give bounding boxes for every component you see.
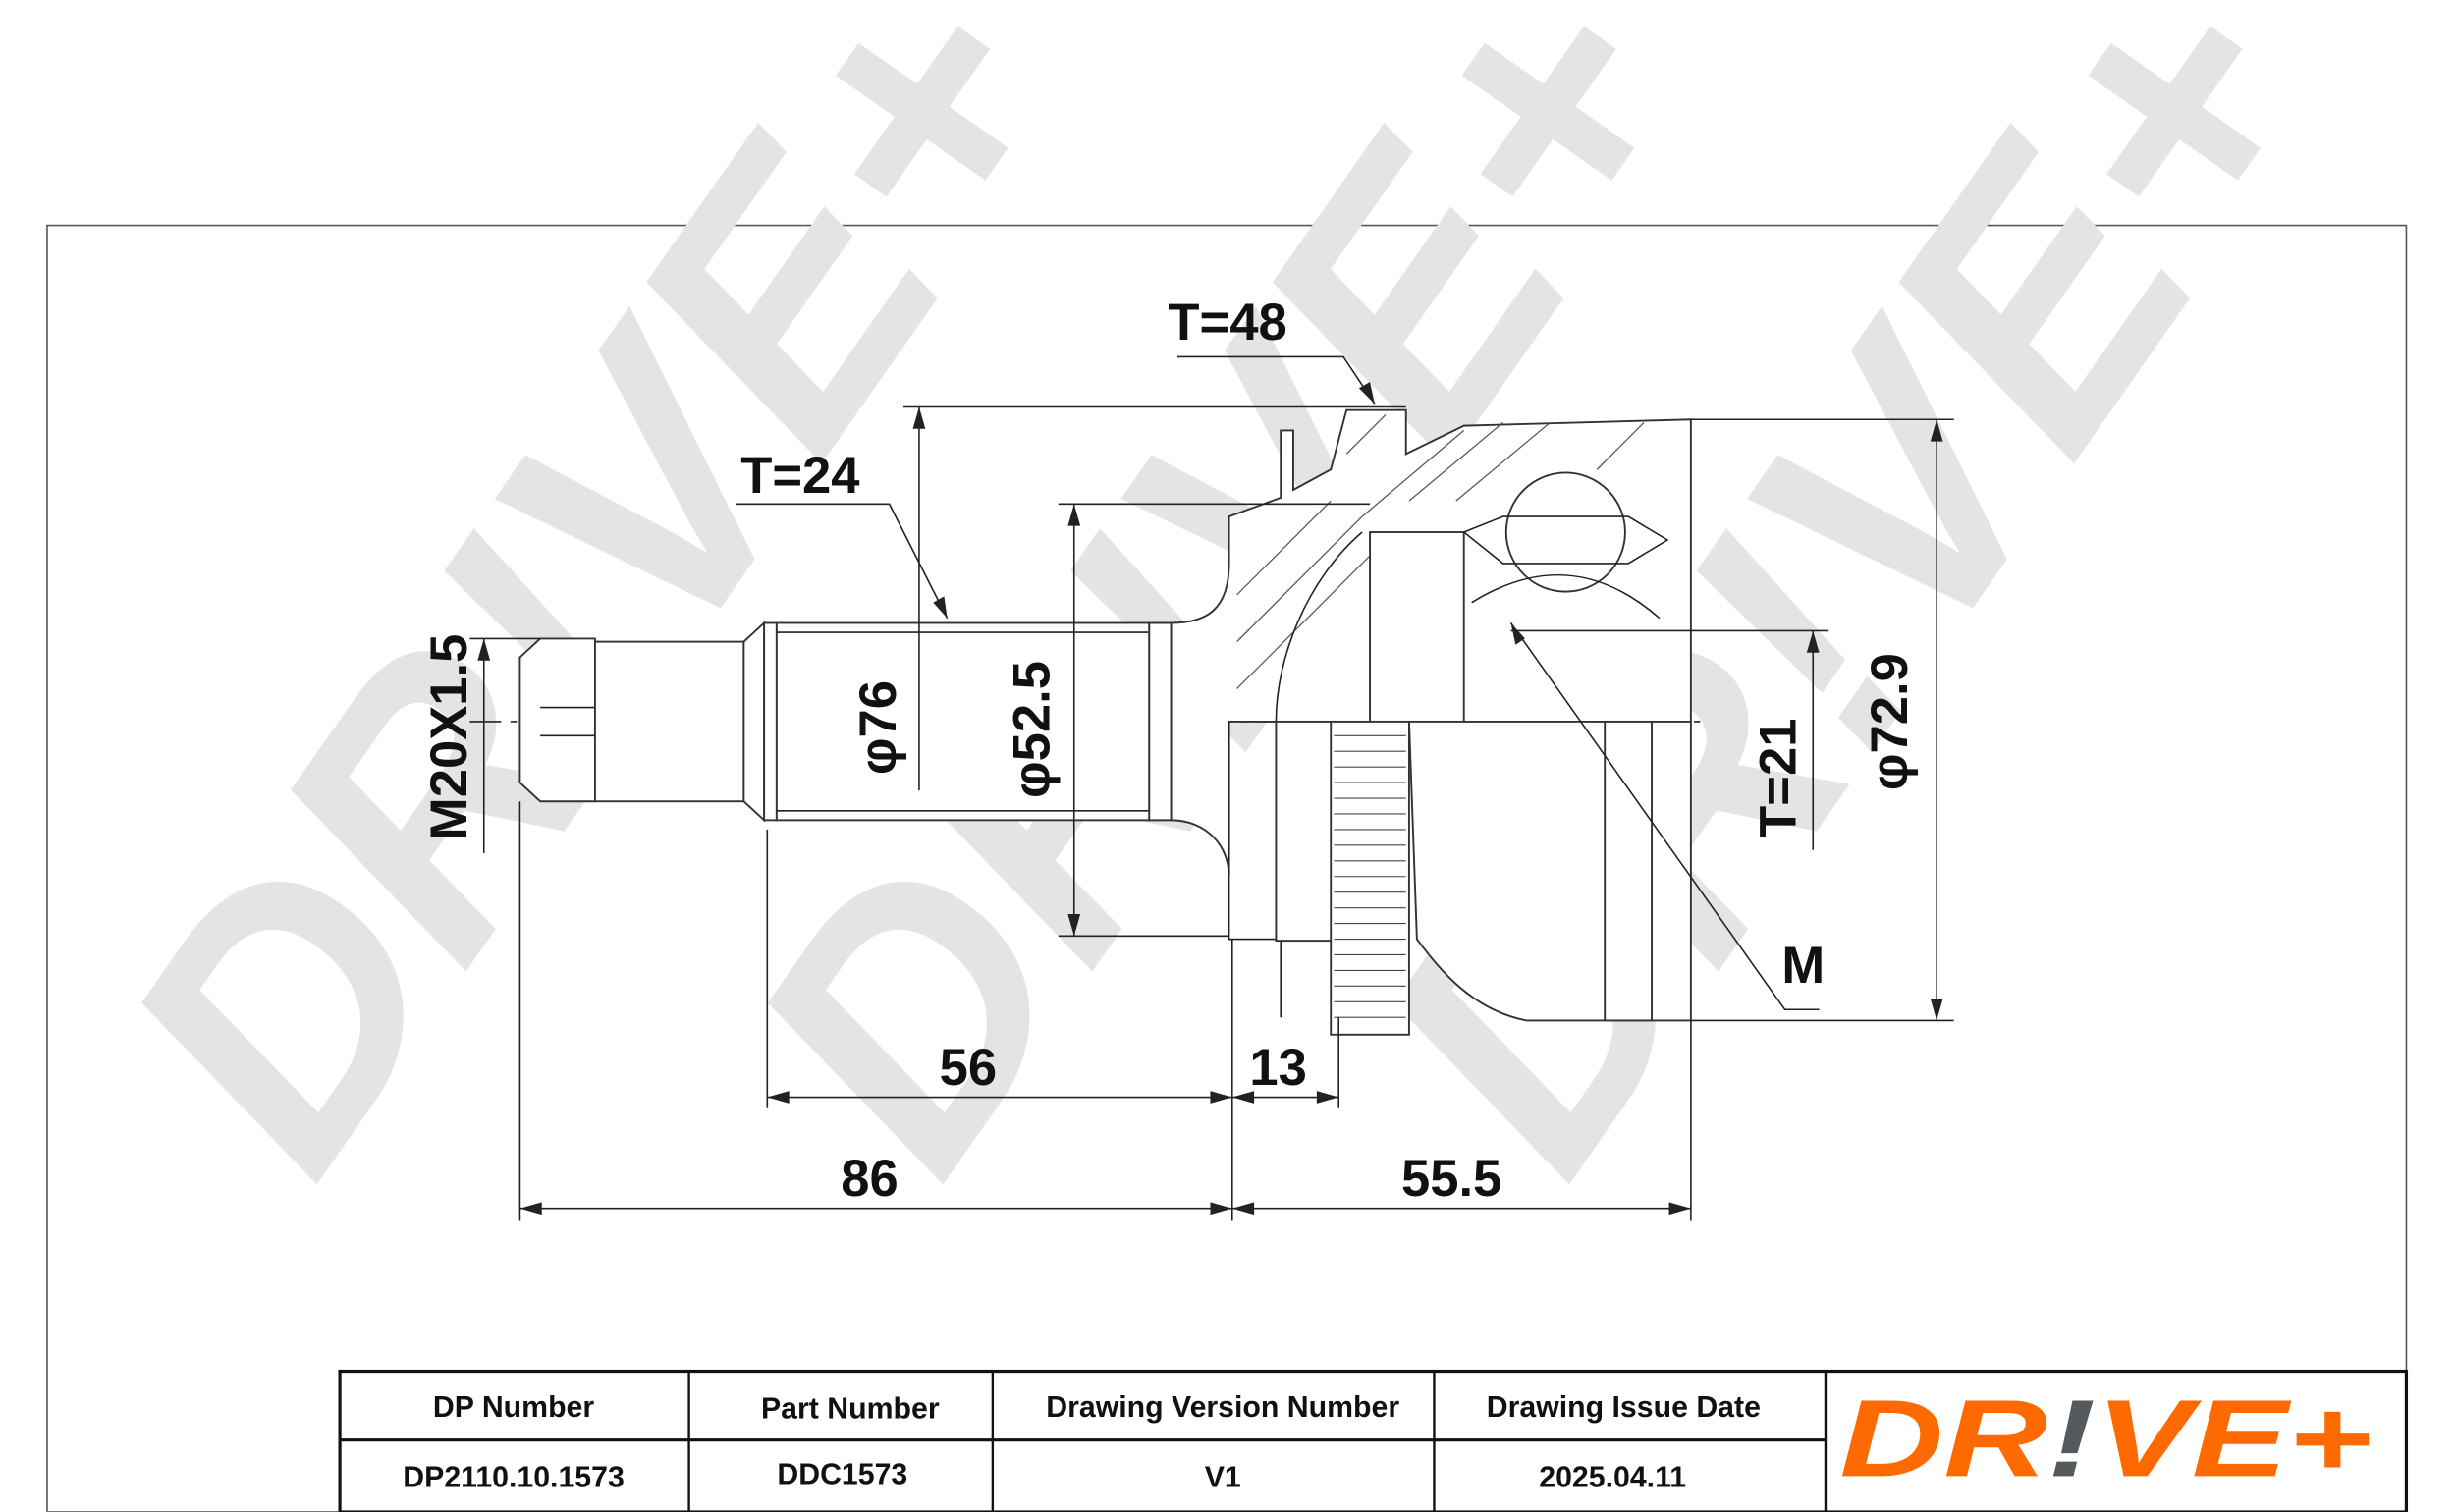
value-issue-date: 2025.04.11 [1539, 1461, 1686, 1493]
length-86-label: 86 [841, 1150, 899, 1208]
header-issue-date: Drawing Issue Date [1487, 1391, 1761, 1424]
header-drawing-version: Drawing Version Number [1046, 1391, 1399, 1424]
phi52-5-label: φ52.5 [1003, 661, 1061, 798]
t21-label: T=21 [1750, 719, 1808, 837]
abs-ring-teeth [1334, 734, 1406, 1018]
title-block: DP Number Part Number Drawing Version Nu… [338, 1369, 2409, 1512]
length-13-label: 13 [1249, 1039, 1307, 1097]
phi76-label: φ76 [849, 680, 907, 775]
m-label: M [1781, 937, 1825, 995]
dimension-lines [469, 355, 1954, 1221]
drive-plus-logo: DR!VE+ [1839, 1377, 2372, 1499]
drawing-frame [46, 224, 2408, 1512]
housing-hatch [1236, 414, 1645, 689]
svg-text:DR!VE+: DR!VE+ [1839, 1377, 2372, 1499]
header-part-number: Part Number [761, 1392, 940, 1425]
thread-size-label: M20X1.5 [420, 634, 478, 841]
cv-joint-part [469, 408, 1707, 1036]
length-55-5-label: 55.5 [1401, 1150, 1501, 1208]
value-drawing-version: V1 [1205, 1461, 1241, 1493]
t48-label: T=48 [1168, 294, 1286, 351]
header-dp-number: DP Number [433, 1391, 594, 1424]
t24-label: T=24 [740, 447, 859, 505]
length-56-label: 56 [940, 1039, 998, 1097]
value-part-number: DDC1573 [777, 1458, 907, 1490]
phi72-9-label: φ72.9 [1861, 653, 1919, 790]
value-dp-number: DP2110.10.1573 [403, 1461, 625, 1493]
arrowheads [477, 381, 1943, 1215]
